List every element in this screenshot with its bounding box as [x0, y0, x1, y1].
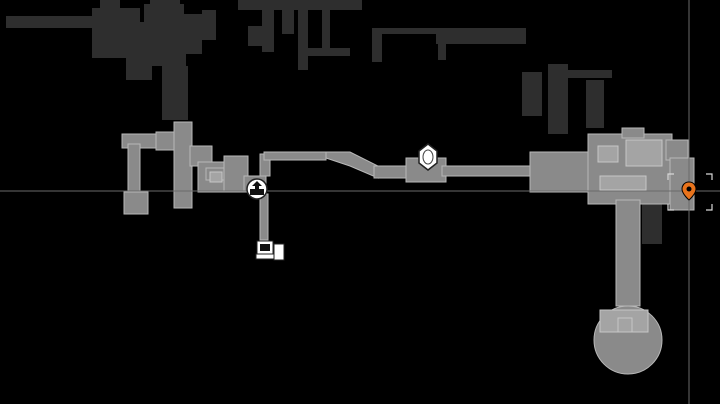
- typewriter-save-icon[interactable]: [246, 178, 268, 200]
- room-details: [209, 139, 663, 333]
- unexplored-rooms: [6, 0, 662, 244]
- player-focus-brackets: [667, 173, 713, 211]
- player-location-pin-icon: [681, 181, 697, 201]
- item-box-icon[interactable]: [418, 143, 438, 171]
- computer-terminal-icon[interactable]: [255, 240, 285, 261]
